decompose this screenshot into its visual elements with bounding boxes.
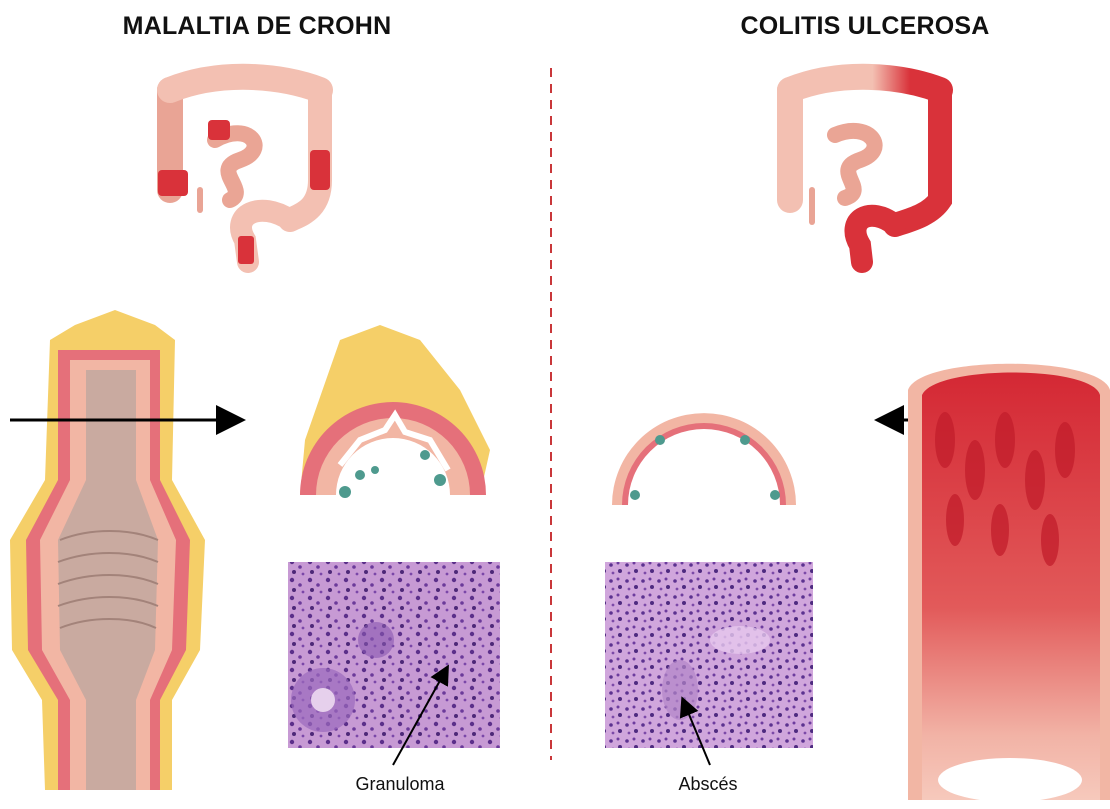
crohn-colon-illustration	[158, 77, 330, 264]
granuloma-caption: Granuloma	[340, 774, 460, 795]
colitis-cross-section	[612, 413, 796, 505]
abscess-caption: Abscés	[648, 774, 768, 795]
colitis-tube-illustration	[908, 364, 1110, 802]
crohn-cross-section	[300, 325, 490, 498]
crohn-tube-illustration	[10, 310, 205, 790]
colitis-colon-illustration	[790, 77, 940, 262]
colitis-histology-image	[605, 562, 813, 748]
